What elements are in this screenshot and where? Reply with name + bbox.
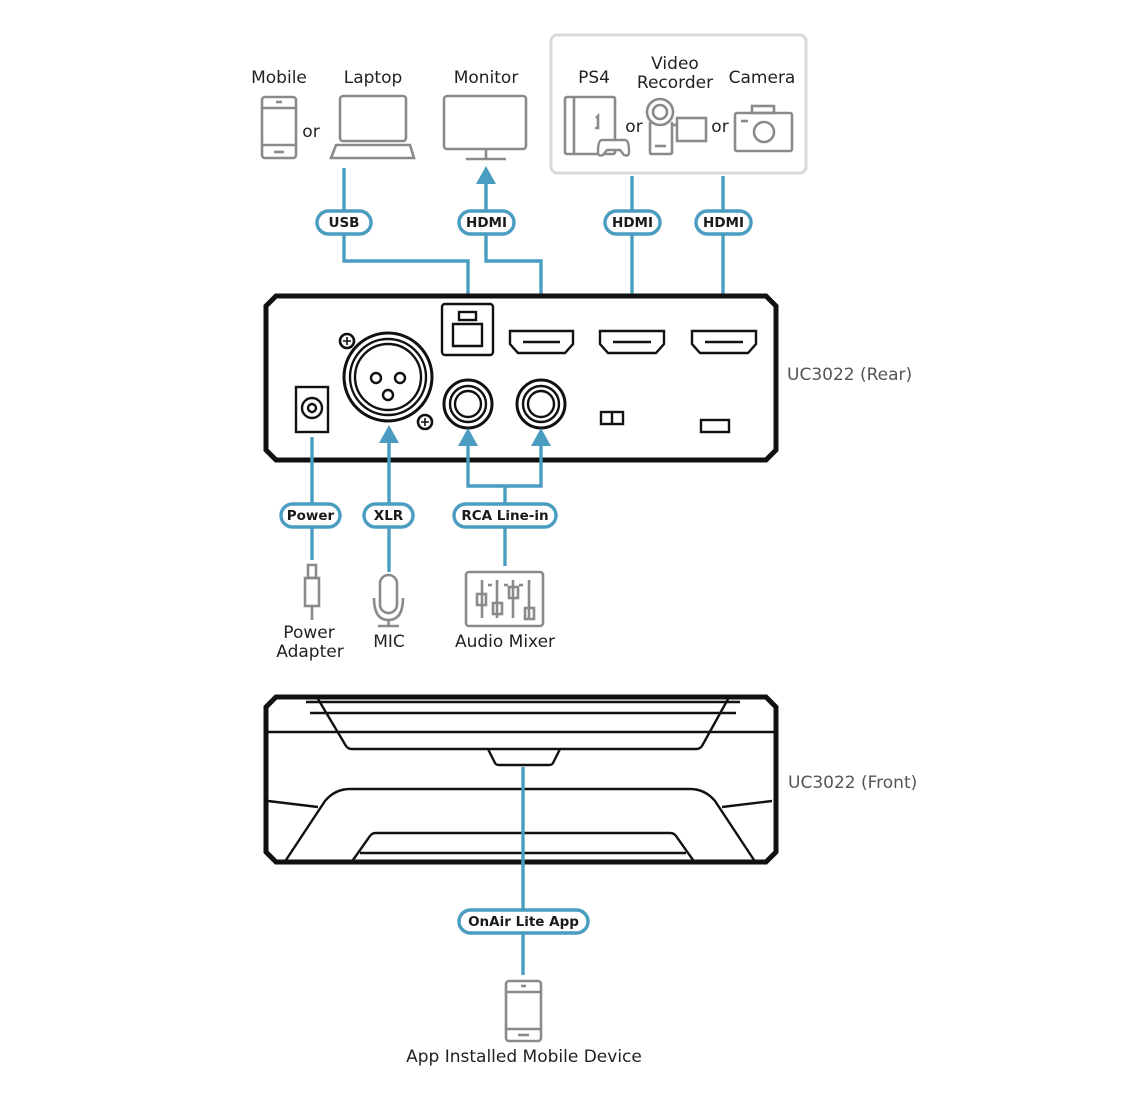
audio-mixer-label: Audio Mixer	[455, 632, 555, 652]
hdmi-in-2-connection-label: HDMI	[694, 209, 753, 236]
mixer-icon	[464, 570, 545, 628]
rca-connection-label: RCA Line-in	[452, 502, 558, 529]
svg-text:HDMI: HDMI	[466, 215, 507, 231]
app-connection-label: OnAir Lite App	[457, 908, 590, 935]
svg-text:RCA Line-in: RCA Line-in	[461, 508, 548, 524]
uc3022-rear-panel	[263, 293, 779, 463]
dc-power-port	[294, 385, 330, 434]
camera-icon	[733, 104, 794, 153]
svg-text:HDMI: HDMI	[612, 215, 653, 231]
camcorder-icon	[645, 97, 708, 156]
svg-text:OnAir Lite App: OnAir Lite App	[468, 914, 579, 930]
video-recorder-label-line2: Recorder	[637, 73, 713, 93]
svg-text:XLR: XLR	[374, 508, 404, 524]
or-text: or	[302, 122, 319, 142]
arrow-up-icon	[379, 425, 399, 443]
monitor-icon	[442, 94, 528, 161]
laptop-icon	[329, 94, 416, 160]
power-adapter-label-line1: Power	[283, 623, 334, 643]
dip-switch	[599, 410, 625, 426]
uc3022-front-panel	[263, 694, 779, 865]
hdmi-out-connection-label: HDMI	[457, 209, 516, 236]
or-text: or	[711, 117, 728, 137]
hdmi-input-port-2	[690, 329, 758, 355]
svg-text:Power: Power	[287, 508, 335, 524]
svg-text:HDMI: HDMI	[703, 215, 744, 231]
power-plug-icon	[303, 563, 321, 620]
hdmi-output-port	[508, 329, 575, 355]
front-device-label: UC3022 (Front)	[788, 773, 917, 793]
rca-port-left	[442, 378, 494, 430]
arrow-up-icon	[458, 428, 478, 446]
ps4-label: PS4	[578, 68, 610, 88]
smartphone-icon	[260, 95, 298, 160]
smartphone-icon	[504, 979, 543, 1043]
arrow-up-icon	[531, 428, 551, 446]
hdmi-input-port-1	[598, 329, 666, 355]
power-adapter-label-line2: Adapter	[276, 642, 343, 662]
indicator-slot	[699, 418, 731, 434]
rear-device-label: UC3022 (Rear)	[787, 365, 912, 385]
hdmi-in-1-connection-label: HDMI	[603, 209, 662, 236]
game-console-icon	[563, 95, 631, 157]
camera-label: Camera	[729, 68, 796, 88]
svg-text:USB: USB	[329, 215, 360, 231]
xlr-connection-label: XLR	[362, 502, 415, 529]
or-text: or	[625, 117, 642, 137]
power-connection-label: Power	[279, 502, 342, 529]
monitor-label: Monitor	[454, 68, 519, 88]
usb-connection-label: USB	[315, 209, 373, 236]
video-recorder-label-line1: Video	[651, 54, 699, 74]
arrow-up-icon	[476, 166, 496, 184]
usb-b-port	[440, 302, 495, 357]
laptop-label: Laptop	[344, 68, 403, 88]
rca-port-right	[515, 378, 567, 430]
xlr-port	[338, 331, 434, 431]
mic-label: MIC	[373, 632, 405, 652]
mobile-device-label: App Installed Mobile Device	[406, 1047, 642, 1067]
mobile-label: Mobile	[251, 68, 307, 88]
microphone-icon	[372, 573, 405, 628]
